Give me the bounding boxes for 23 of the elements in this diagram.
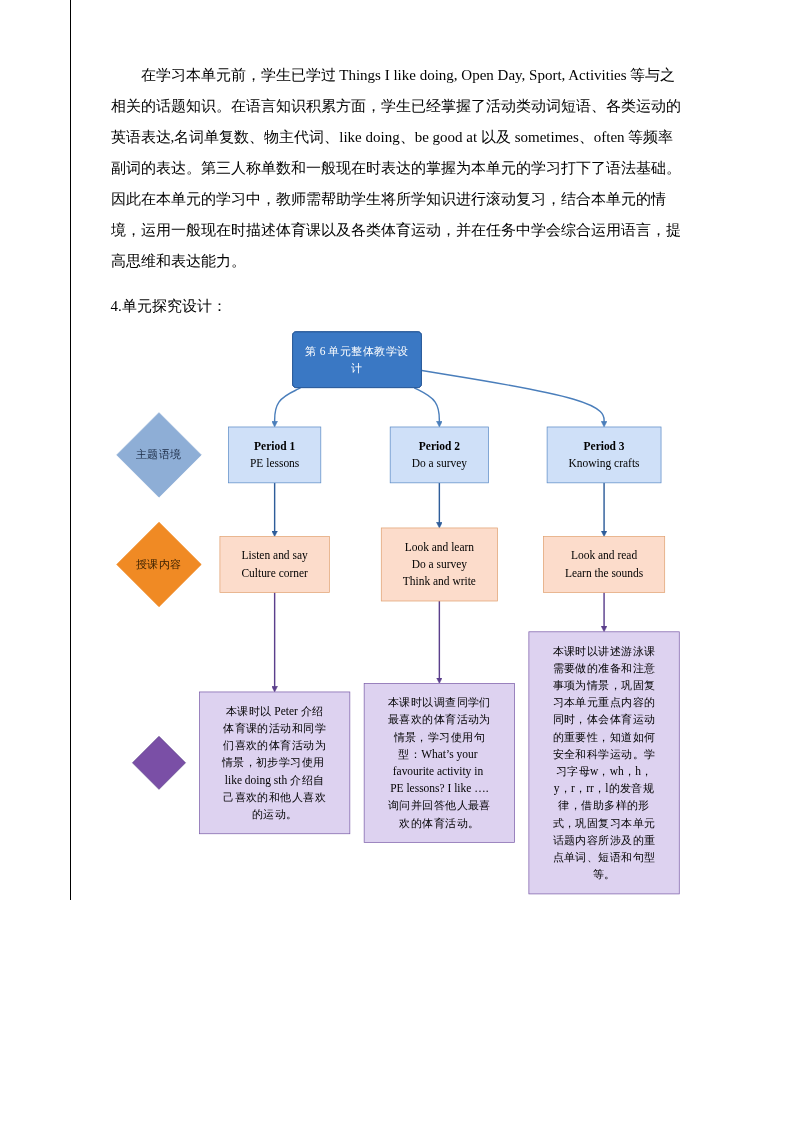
- node-box: Look and read Learn the sounds: [542, 536, 665, 593]
- node-box: 本课时以调查同学们最喜欢的体育活动为情景，学习使用句型：What’s your favourite activity in PE lessons? I like ….询问并回答他人最喜欢的体育活动。: [363, 683, 515, 843]
- node-box: Period 3 Knowing crafts: [546, 426, 661, 484]
- arrow: [271, 387, 301, 428]
- node-box: 本课时以讲述游泳课需要做的准备和注意事项为情景，巩固复习本单元重点内容的同时，体会体育运动的重要性，知道如何安全和科学运动。学习字母w，wh，h，y，r，rr，l的发音规律，借助多样的形式，巩固复习本单元话题内容所涉及的重点单词、短语和句型等。: [528, 631, 680, 895]
- node-diamond: [131, 736, 186, 790]
- arrow: [600, 591, 607, 633]
- node-diamond: 主题语境: [115, 412, 202, 498]
- arrow: [271, 482, 278, 537]
- node-box: Period 2 Do a survey: [389, 426, 489, 484]
- section-heading: 4.单元探究设计：: [110, 297, 228, 316]
- node-box: 本课时以 Peter 介绍体育课的活动和同学们喜欢的体育活动为情景，初步学习使用 like doing sth 介绍自己喜欢的和他人喜欢的运动。: [198, 691, 350, 835]
- node-box: Look and learn Do a survey Think and write: [380, 527, 498, 602]
- node-box: Listen and say Culture corner: [219, 536, 330, 593]
- node-box: Period 1 PE lessons: [227, 426, 321, 484]
- arrow: [435, 482, 442, 529]
- arrow: [600, 482, 607, 537]
- arrow: [413, 387, 442, 428]
- arrow: [435, 600, 442, 684]
- paragraph: 在学习本单元前，学生已学过 Things I like doing, Open Day, Sport, Activities 等与之相关的话题知识。在语言知识积累方面，学生已经掌握了活动类动词短语、各类运动的英语表达,名词单复数、物主代词、like doing、be good at 以及 sometimes、often 等频率副词的表达。第三人称单数和一般现在时表达的掌握为本单元的学习打下了语法基础。因此在本单元的学习中，教师需帮助学生将所学知识进行滚动复习，结合本单元的情境，运用一般现在时描述体育课以及各类体育运动，并在任务中学会综合运用语言，提高思维和表达能力。: [110, 66, 682, 271]
- arrow: [271, 591, 278, 693]
- arrow: [420, 369, 607, 428]
- node-diamond: 授课内容: [115, 521, 202, 608]
